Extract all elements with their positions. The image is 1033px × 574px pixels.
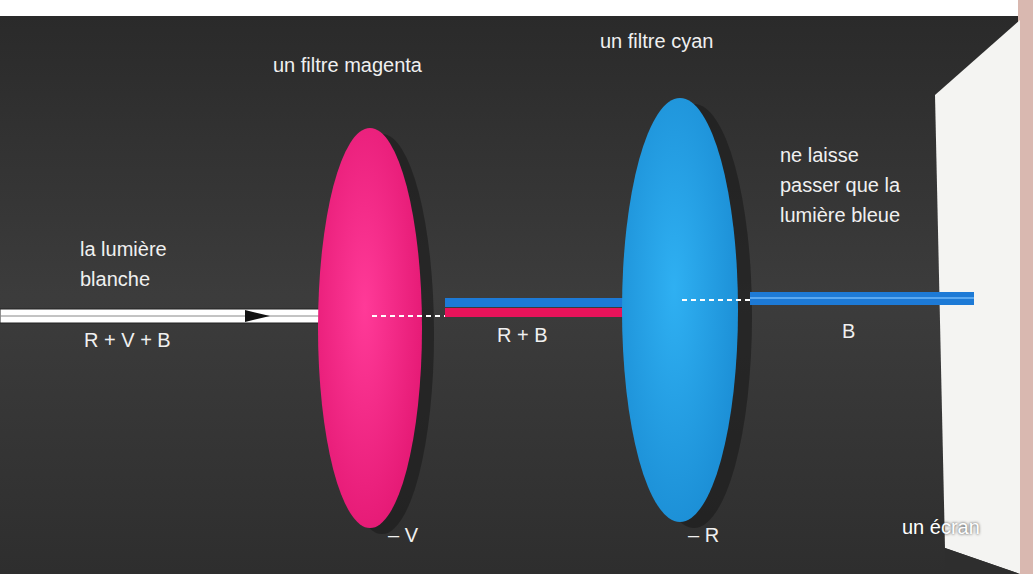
beam-line [750,297,974,299]
blue-beam [750,292,974,305]
label: ne laisse passer que la lumière bleue [780,140,920,230]
label: R + B [497,320,548,350]
label: – R [688,520,719,550]
dashed-beam [372,315,445,317]
label: un filtre cyan [600,26,713,56]
beam-line [0,316,372,317]
magenta-filter [318,128,422,528]
label: un filtre magenta [273,50,422,80]
label: – V [388,520,418,550]
white-beam [0,309,372,323]
cyan-filter [622,98,738,522]
label: un écran [902,512,980,542]
dashed-beam [682,299,752,301]
label: la lumière blanche [80,234,220,294]
screen-edge [1018,0,1033,574]
background [0,16,1033,574]
arrow-head [245,310,270,322]
screen-shadow [945,548,1020,574]
label: B [842,316,855,346]
label: R + V + B [84,325,171,355]
